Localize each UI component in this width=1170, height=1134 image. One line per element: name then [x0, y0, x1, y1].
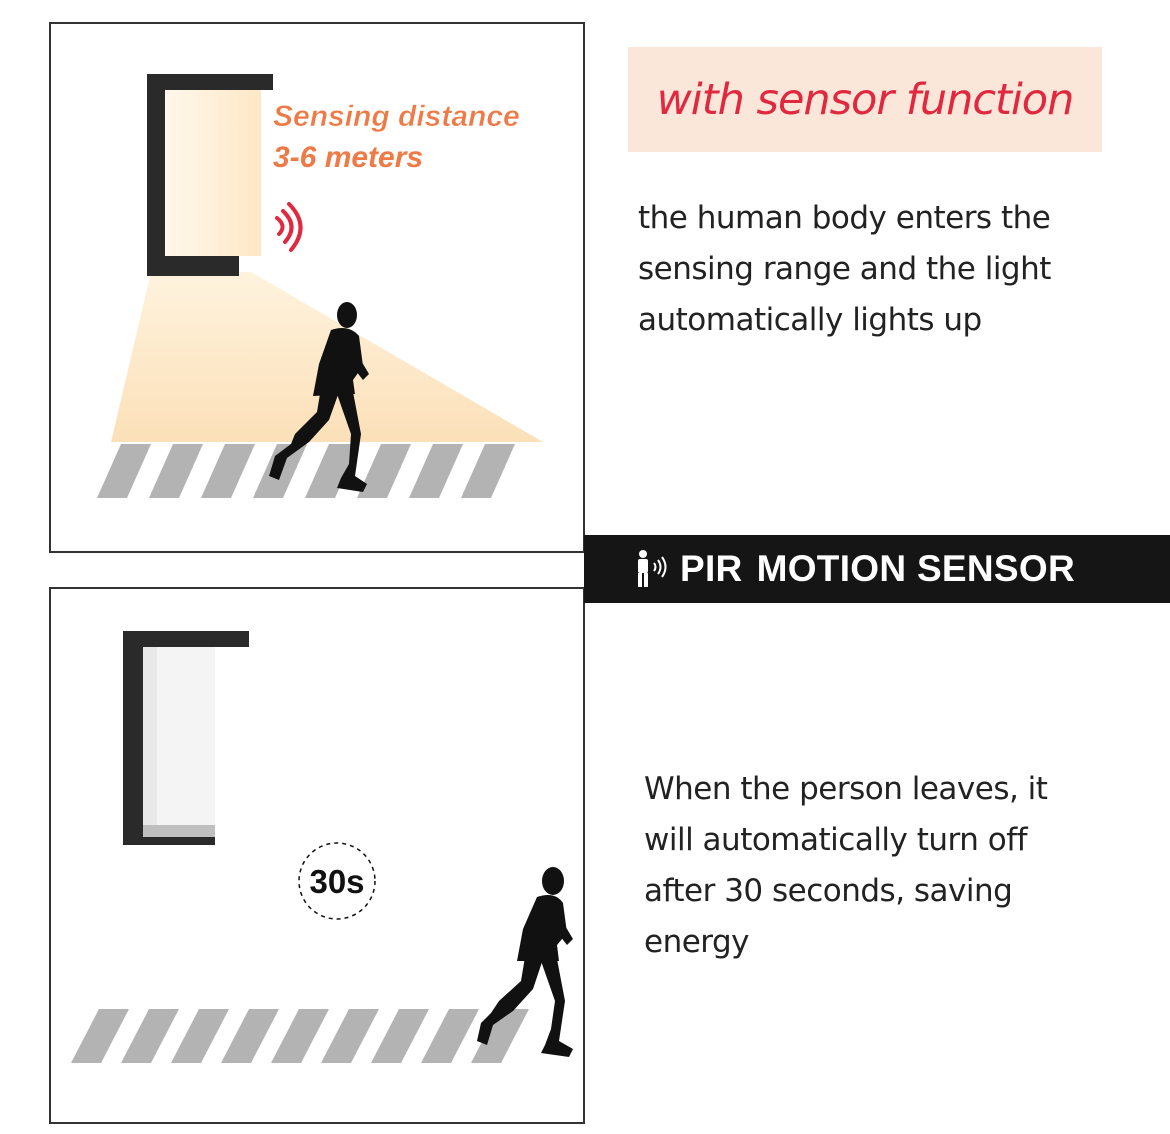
- sensor-function-heading-box: with sensor function: [628, 47, 1102, 152]
- top-scene: Sensing distance 3-6 meters: [97, 74, 543, 498]
- timer-label: 30s: [309, 863, 364, 900]
- desc-line: sensing range and the light: [638, 251, 1051, 287]
- desc-line: the human body enters the: [638, 200, 1051, 236]
- desc-line: will automatically turn off: [644, 822, 1028, 858]
- desc-line: energy: [644, 924, 750, 960]
- bottom-description: When the person leaves, it will automati…: [644, 764, 1124, 968]
- floor-stripes: [71, 1009, 529, 1063]
- sensing-range-label: 3-6 meters: [273, 141, 423, 174]
- running-person-icon: [477, 867, 573, 1057]
- desc-line: When the person leaves, it: [644, 771, 1048, 807]
- floor-stripes: [97, 444, 515, 498]
- top-description: the human body enters the sensing range …: [638, 193, 1138, 346]
- sensing-distance-label: Sensing distance: [273, 100, 520, 133]
- sensor-function-heading: with sensor function: [656, 74, 1075, 125]
- top-illustration-panel: Sensing distance 3-6 meters: [49, 22, 585, 553]
- desc-line: after 30 seconds, saving: [644, 873, 1013, 909]
- banner-label: PIR MOTION SENSOR: [680, 548, 1075, 590]
- pir-motion-sensor-banner: PIR MOTION SENSOR: [584, 535, 1170, 603]
- person-sensor-icon: [638, 550, 667, 587]
- desc-line: automatically lights up: [638, 302, 982, 338]
- wall-lamp-off-icon: [123, 631, 249, 845]
- timer-badge: 30s: [298, 842, 376, 920]
- wall-lamp-lit-icon: [147, 74, 273, 276]
- banner-label-motion-sensor: MOTION SENSOR: [756, 548, 1076, 589]
- banner-label-pir: PIR: [680, 548, 743, 589]
- signal-waves-icon: [275, 202, 303, 252]
- running-person-icon: [269, 302, 369, 492]
- bottom-scene: 30s: [71, 631, 573, 1063]
- bottom-illustration-panel: 30s: [49, 587, 585, 1124]
